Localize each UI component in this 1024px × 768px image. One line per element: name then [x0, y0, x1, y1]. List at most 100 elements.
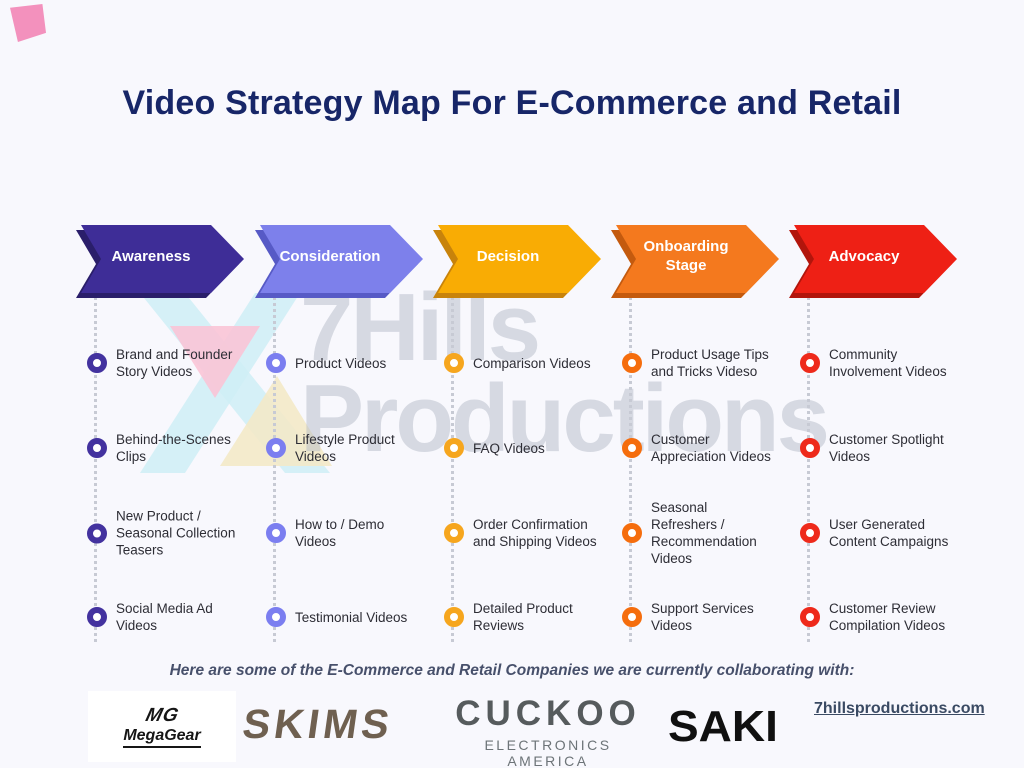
page-title: Video Strategy Map For E-Commerce and Re… — [122, 84, 902, 122]
bullet-ring-icon — [87, 607, 107, 627]
bullet-ring-icon — [444, 523, 464, 543]
list-item: Product Usage Tips and Tricks Videso — [622, 346, 782, 380]
column-advocacy: Advocacy Community Involvement Videos Cu… — [788, 222, 966, 642]
stage-arrow-onboarding: Onboarding Stage — [610, 222, 782, 300]
list-item: Seasonal Refreshers / Recommendation Vid… — [622, 499, 782, 567]
column-decision: Decision Comparison Videos FAQ Videos Or… — [432, 222, 610, 642]
watermark-line2: Productions — [300, 365, 830, 473]
megagear-monogram-icon: MG — [143, 705, 182, 726]
list-item-label: FAQ Videos — [473, 440, 545, 456]
timeline-dotted-line — [451, 274, 454, 642]
list-item: How to / Demo Videos — [266, 516, 426, 550]
list-item: New Product / Seasonal Collection Teaser… — [87, 508, 247, 559]
cuckoo-wordmark: CUCKOO — [455, 694, 641, 733]
list-item: Customer Appreciation Videos — [622, 431, 782, 465]
list-item: Testimonial Videos — [266, 607, 426, 627]
column-onboarding-stage: Onboarding Stage Product Usage Tips and … — [610, 222, 788, 642]
list-item-label: Customer Review Compilation Videos — [829, 601, 946, 633]
timeline-dotted-line — [273, 274, 276, 642]
timeline-dotted-line — [629, 274, 632, 642]
watermark-7-logo-shape — [140, 293, 332, 473]
list-item: Social Media Ad Videos — [87, 600, 247, 634]
arrow-shape — [616, 225, 779, 293]
list-item-label: Testimonial Videos — [295, 609, 408, 625]
list-item: Community Involvement Videos — [800, 346, 960, 380]
stage-arrow-decision: Decision — [432, 222, 604, 300]
bullet-ring-icon — [800, 438, 820, 458]
bullet-ring-icon — [266, 438, 286, 458]
partner-logo-saki: SAKI — [668, 701, 778, 751]
list-item-label: Product Usage Tips and Tricks Videso — [651, 347, 769, 379]
arrow-shape — [81, 225, 244, 293]
bullet-ring-icon — [87, 523, 107, 543]
stage-label: Advocacy — [828, 247, 900, 265]
list-item: Customer Review Compilation Videos — [800, 600, 960, 634]
stage-label: Consideration — [279, 247, 381, 265]
bullet-ring-icon — [266, 607, 286, 627]
list-item-label: User Generated Content Campaigns — [829, 517, 949, 549]
partner-logo-skims: SKIMS — [239, 701, 397, 747]
list-item-label: How to / Demo Videos — [295, 517, 385, 549]
list-item-label: Community Involvement Videos — [829, 347, 947, 379]
list-item-label: New Product / Seasonal Collection Teaser… — [116, 508, 236, 558]
bullet-ring-icon — [622, 607, 642, 627]
bullet-ring-icon — [266, 353, 286, 373]
collaboration-note: Here are some of the E-Commerce and Reta… — [169, 662, 855, 679]
bullet-ring-icon — [622, 353, 642, 373]
bullet-ring-icon — [444, 438, 464, 458]
bullet-ring-icon — [87, 353, 107, 373]
list-item-label: Customer Appreciation Videos — [651, 432, 771, 464]
arrow-shape — [260, 225, 423, 293]
bullet-ring-icon — [622, 523, 642, 543]
stage-label: Awareness — [111, 247, 191, 265]
list-item: User Generated Content Campaigns — [800, 516, 960, 550]
list-item: Behind-the-Scenes Clips — [87, 431, 247, 465]
bullet-ring-icon — [87, 438, 107, 458]
stage-arrow-awareness: Awareness — [75, 222, 247, 300]
arrow-shape — [438, 225, 601, 293]
list-item-label: Order Confirmation and Shipping Videos — [473, 517, 597, 549]
stage-arrow-consideration: Consideration — [254, 222, 426, 300]
stage-arrow-advocacy: Advocacy — [788, 222, 960, 300]
bullet-ring-icon — [266, 523, 286, 543]
list-item: Brand and Founder Story Videos — [87, 346, 247, 380]
bullet-ring-icon — [800, 523, 820, 543]
bullet-ring-icon — [444, 607, 464, 627]
list-item-label: Behind-the-Scenes Clips — [116, 432, 231, 464]
stage-label: Onboarding Stage — [643, 238, 729, 274]
arrow-shape — [794, 225, 957, 293]
watermark-pink-triangle — [170, 326, 260, 398]
list-item: Product Videos — [266, 353, 426, 373]
list-item-label: Detailed Product Reviews — [473, 601, 573, 633]
column-awareness: Awareness Brand and Founder Story Videos… — [75, 222, 253, 642]
list-item-label: Seasonal Refreshers / Recommendation Vid… — [651, 500, 757, 566]
list-item-label: Social Media Ad Videos — [116, 601, 213, 633]
bullet-ring-icon — [444, 353, 464, 373]
watermark-yellow-triangle — [220, 376, 332, 466]
list-item-label: Support Services Videos — [651, 601, 754, 633]
bullet-ring-icon — [800, 607, 820, 627]
stage-label: Decision — [476, 247, 540, 265]
website-link[interactable]: 7hillsproductions.com — [814, 700, 985, 717]
cuckoo-subtitle: ELECTRONICS AMERICA — [484, 737, 612, 768]
list-item: Comparison Videos — [444, 353, 604, 373]
timeline-dotted-line — [807, 274, 810, 642]
partner-logo-cuckoo: CUCKOO ELECTRONICS AMERICA — [452, 694, 644, 768]
list-item: Order Confirmation and Shipping Videos — [444, 516, 604, 550]
timeline-dotted-line — [94, 274, 97, 642]
list-item-label: Lifestyle Product Videos — [295, 432, 395, 464]
bullet-ring-icon — [800, 353, 820, 373]
list-item: Customer Spotlight Videos — [800, 431, 960, 465]
bullet-ring-icon — [622, 438, 642, 458]
list-item: Support Services Videos — [622, 600, 782, 634]
list-item-label: Product Videos — [295, 355, 387, 371]
list-item-label: Customer Spotlight Videos — [829, 432, 944, 464]
list-item: Lifestyle Product Videos — [266, 431, 426, 465]
list-item-label: Brand and Founder Story Videos — [116, 347, 233, 379]
megagear-wordmark: MegaGear — [123, 727, 201, 748]
corner-pink-decoration-shape — [10, 4, 46, 42]
list-item-label: Comparison Videos — [473, 355, 591, 371]
list-item: FAQ Videos — [444, 438, 604, 458]
list-item: Detailed Product Reviews — [444, 600, 604, 634]
